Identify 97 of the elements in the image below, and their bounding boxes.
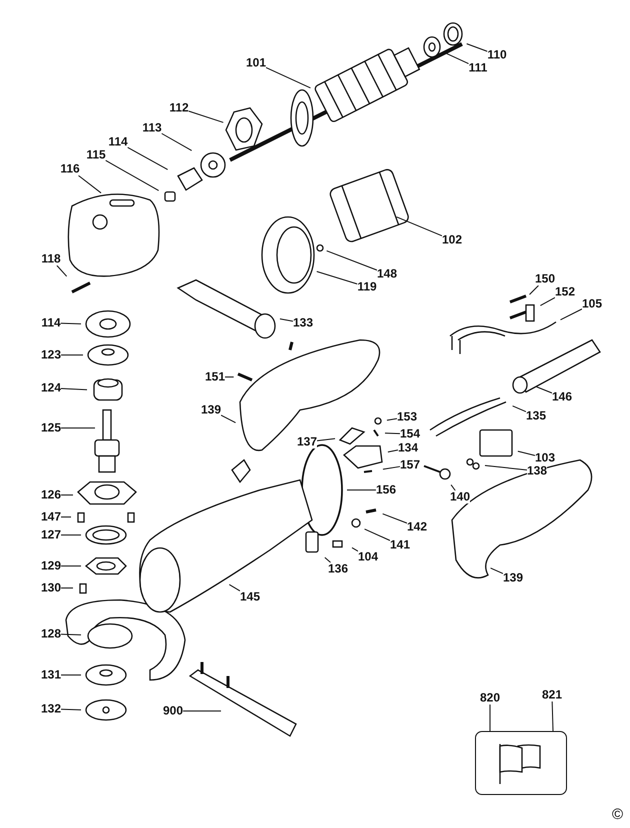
leader-line: [56, 265, 68, 277]
leader-line: [517, 450, 536, 456]
callout-number: 114: [41, 316, 61, 330]
callout-number: 105: [582, 298, 602, 310]
callout-number: 101: [246, 56, 266, 70]
leader-line: [220, 414, 236, 424]
leader-line: [536, 386, 552, 394]
callout-number: 157: [400, 458, 420, 472]
callout-number: 132: [40, 702, 62, 716]
leader-line: [316, 270, 358, 284]
callout-number: 128: [40, 628, 62, 640]
leader-line: [60, 534, 82, 536]
callout-number: 139: [502, 572, 524, 584]
leader-line: [60, 674, 82, 676]
callout-number: 147: [40, 510, 62, 524]
leader-line: [161, 133, 192, 152]
callout-number: 113: [142, 122, 162, 134]
callout-number: 154: [400, 428, 420, 440]
leader-line: [386, 418, 398, 421]
callout-number: 139: [200, 404, 222, 416]
callout-number: 110: [487, 48, 507, 62]
leader-line: [384, 432, 400, 434]
leader-line: [529, 285, 539, 295]
leader-line: [364, 528, 390, 541]
leader-line: [326, 250, 378, 271]
callout-number: 156: [376, 484, 396, 496]
leader-line: [266, 67, 311, 88]
leader-line: [540, 297, 556, 306]
callout-number: 148: [376, 268, 398, 280]
leader-line: [490, 568, 504, 574]
leader-line: [450, 484, 456, 491]
leader-line: [60, 322, 82, 324]
callout-number: 123: [40, 348, 62, 362]
leader-line: [60, 494, 74, 496]
callout-number: 124: [40, 382, 62, 394]
callout-number: 820: [480, 692, 500, 704]
callout-number: 152: [554, 286, 576, 298]
leader-line: [396, 216, 442, 236]
callout-number: 136: [328, 562, 348, 576]
callout-number: 145: [240, 590, 260, 604]
leader-line: [105, 160, 160, 192]
leader-line: [382, 466, 400, 470]
leader-line: [60, 634, 82, 636]
leader-line: [60, 388, 88, 390]
callout-number: 150: [534, 272, 556, 286]
callout-number: 821: [542, 688, 562, 702]
leader-line: [324, 557, 332, 563]
callout-number: 103: [534, 452, 556, 464]
leader-line: [182, 710, 222, 712]
callout-number: 104: [358, 550, 378, 564]
callout-number: 119: [357, 280, 377, 294]
callout-number: 112: [169, 102, 189, 114]
callout-number: 131: [40, 668, 62, 682]
callout-number: 151: [204, 370, 226, 384]
leader-line: [78, 175, 102, 194]
callout-number: 153: [396, 410, 418, 424]
leader-line: [127, 146, 168, 170]
callout-number: 115: [86, 148, 106, 162]
callout-number: 118: [41, 252, 61, 266]
leader-line: [316, 438, 336, 442]
callout-number: 130: [40, 582, 62, 594]
callout-number: 141: [390, 538, 410, 552]
callout-number: 138: [526, 464, 548, 478]
callout-number: 133: [292, 316, 314, 330]
callout-number: 127: [40, 528, 62, 542]
leader-line: [228, 584, 240, 592]
callout-number: 116: [60, 162, 80, 176]
callout-number: 102: [442, 234, 462, 246]
leader-line: [188, 110, 224, 123]
callout-number: 129: [40, 560, 62, 572]
leader-line: [560, 308, 582, 320]
callout-number: 114: [108, 136, 128, 148]
leader-line: [445, 52, 470, 64]
callout-number: 140: [450, 490, 470, 504]
leader-line: [60, 354, 84, 356]
leader-line: [552, 701, 554, 732]
callout-number: 126: [40, 488, 62, 502]
callout-number: 111: [468, 62, 488, 74]
leader-line: [512, 405, 526, 412]
callout-number: 146: [552, 390, 572, 404]
callout-number: 900: [162, 704, 184, 718]
leader-line: [387, 450, 398, 453]
leader-line: [352, 547, 358, 552]
leader-line: [279, 318, 294, 322]
callout-number: 137: [296, 436, 318, 448]
inset-box: [475, 731, 567, 795]
leader-line: [60, 708, 82, 710]
callout-number: 135: [526, 410, 546, 422]
callout-number: 134: [398, 442, 418, 454]
callout-number: 125: [40, 422, 62, 434]
leader-line: [382, 513, 408, 524]
copyright-mark: ©: [612, 806, 624, 823]
leader-line: [484, 465, 528, 470]
leader-line: [60, 516, 72, 518]
leader-line: [224, 376, 234, 378]
leader-line: [466, 43, 488, 52]
callout-number: 142: [406, 520, 428, 534]
